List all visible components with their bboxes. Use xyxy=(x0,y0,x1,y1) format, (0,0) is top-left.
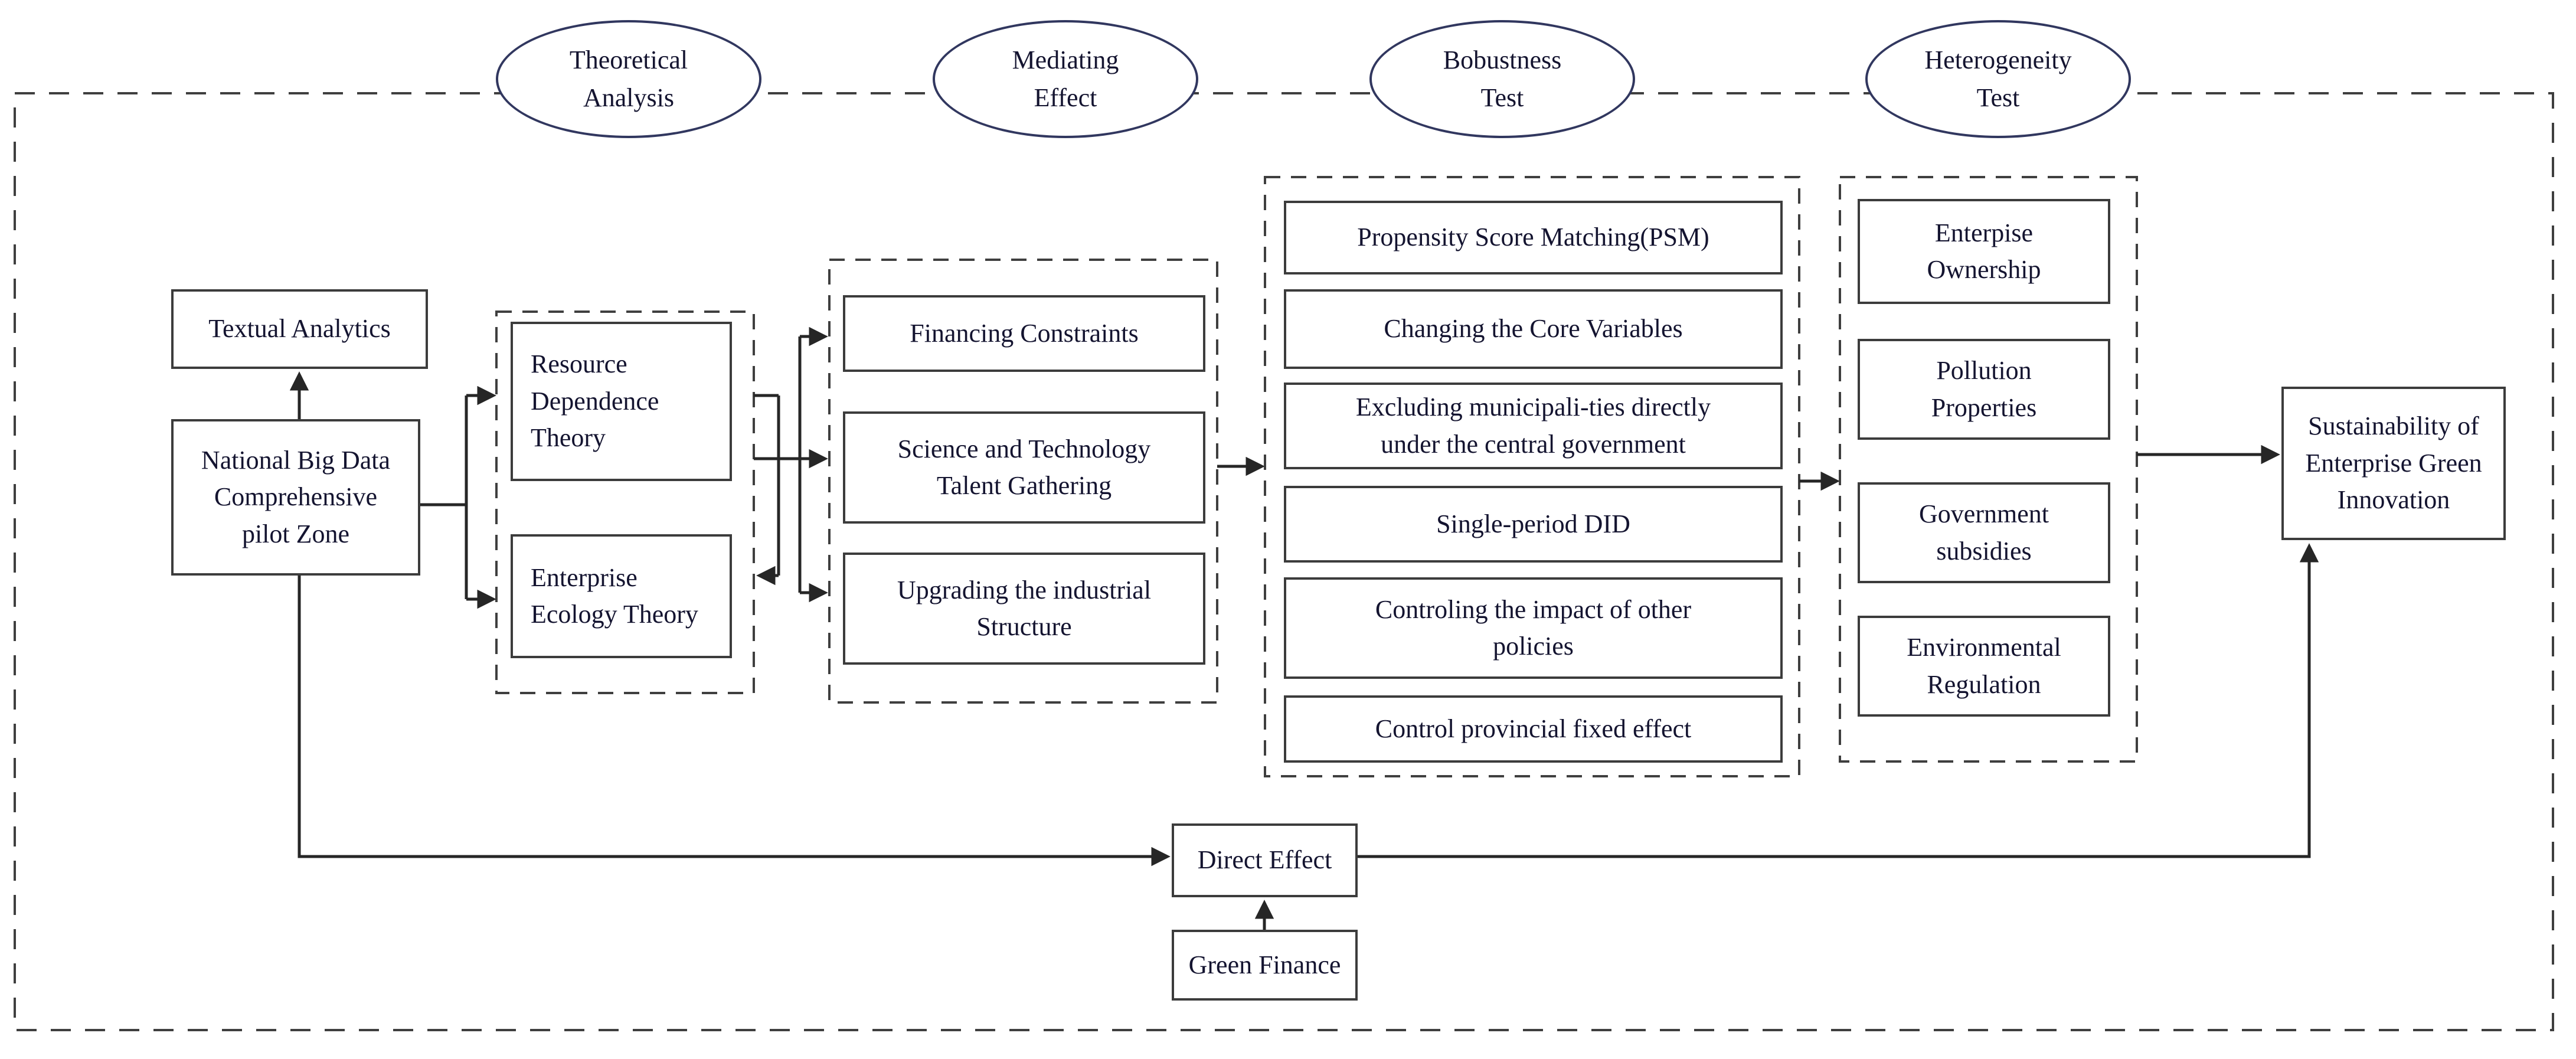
direct-effect-box: Direct Effect xyxy=(1172,823,1358,897)
enterprise-ownership-box: Enterpise Ownership xyxy=(1858,199,2110,304)
changing-core-variables-box: Changing the Core Variables xyxy=(1284,289,1783,369)
stage-ellipse-theoretical-analysis: Theoretical Analysis xyxy=(496,20,761,138)
enterprise-ecology-theory-box: Enterprise Ecology Theory xyxy=(511,534,732,658)
provincial-fixed-effect-box: Control provincial fixed effect xyxy=(1284,695,1783,763)
mediating-group-frame xyxy=(828,259,1218,704)
robustness-group-frame xyxy=(1264,176,1800,777)
industrial-structure-upgrading-box: Upgrading the industrial Structure xyxy=(843,553,1205,665)
national-big-data-box: National Big Data Comprehensive pilot Zo… xyxy=(171,419,420,576)
stage-ellipse-robustness-test: Bobustness Test xyxy=(1369,20,1635,138)
propensity-score-matching-box: Propensity Score Matching(PSM) xyxy=(1284,201,1783,274)
green-finance-box: Green Finance xyxy=(1172,930,1358,1001)
financing-constraints-box: Financing Constraints xyxy=(843,295,1205,372)
excluding-municipalities-box: Excluding municipali-ties directly under… xyxy=(1284,383,1783,469)
figure-frame xyxy=(14,92,2554,1031)
science-technology-talent-box: Science and Technology Talent Gathering xyxy=(843,411,1205,524)
textual-analytics-box: Textual Analytics xyxy=(171,289,428,369)
stage-ellipse-heterogeneity-test: Heterogeneity Test xyxy=(1865,20,2131,138)
government-subsidies-box: Government subsidies xyxy=(1858,482,2110,583)
connector-direct-to-outcome xyxy=(1358,543,2319,858)
stage-ellipse-mediating-effect: Mediating Effect xyxy=(933,20,1198,138)
single-period-did-box: Single-period DID xyxy=(1284,486,1783,563)
sustainability-outcome-box: Sustainability of Enterprise Green Innov… xyxy=(2281,387,2506,540)
controlling-other-policies-box: Controling the impact of other policies xyxy=(1284,577,1783,679)
theory-group-frame xyxy=(495,310,755,694)
environmental-regulation-box: Environmental Regulation xyxy=(1858,616,2110,717)
resource-dependence-theory-box: Resource Dependence Theory xyxy=(511,322,732,481)
pollution-properties-box: Pollution Properties xyxy=(1858,339,2110,440)
connector-nbd-to-direct xyxy=(298,576,1171,867)
